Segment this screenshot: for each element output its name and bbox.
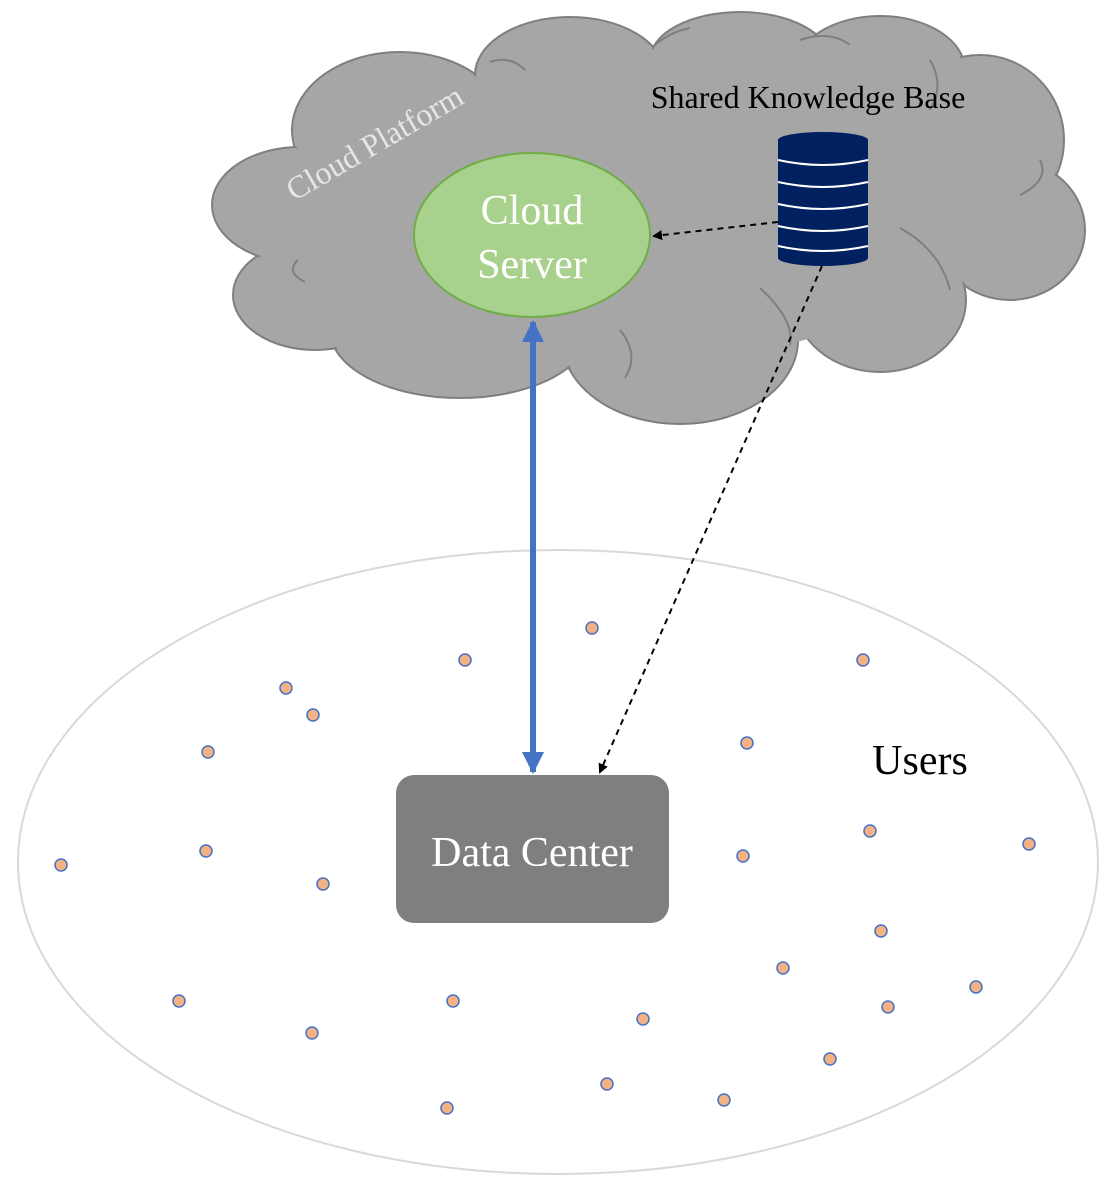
user-dot xyxy=(636,1012,650,1026)
database-icon xyxy=(777,132,869,266)
user-dot xyxy=(279,681,293,695)
user-dot xyxy=(863,824,877,838)
user-dot xyxy=(306,708,320,722)
kb-to-server-arrow xyxy=(652,221,779,241)
user-dot xyxy=(600,1077,614,1091)
user-dot xyxy=(458,653,472,667)
user-dot xyxy=(305,1026,319,1040)
cloud-server-label-line2: Server xyxy=(477,242,587,288)
data-center-label: Data Center xyxy=(431,830,633,876)
user-dot xyxy=(199,844,213,858)
user-dot xyxy=(1022,837,1036,851)
user-dot xyxy=(874,924,888,938)
user-dot xyxy=(856,653,870,667)
cloud-server-node: Cloud Server xyxy=(413,152,651,318)
user-dot xyxy=(823,1052,837,1066)
user-dots xyxy=(54,621,1036,1115)
cloud-server-label-line1: Cloud xyxy=(481,188,584,234)
data-center-node: Data Center xyxy=(396,775,669,923)
knowledge-base-label: Shared Knowledge Base xyxy=(651,79,966,115)
user-dot xyxy=(736,849,750,863)
user-dot xyxy=(440,1101,454,1115)
user-dot xyxy=(316,877,330,891)
users-label: Users xyxy=(872,738,968,784)
user-dot xyxy=(776,961,790,975)
user-dot xyxy=(585,621,599,635)
user-dot xyxy=(881,1000,895,1014)
user-dot xyxy=(969,980,983,994)
user-dot xyxy=(446,994,460,1008)
user-dot xyxy=(172,994,186,1008)
user-dot xyxy=(54,858,68,872)
kb-to-datacenter-arrow xyxy=(598,265,823,774)
user-dot xyxy=(740,736,754,750)
user-dot xyxy=(717,1093,731,1107)
user-dot xyxy=(201,745,215,759)
